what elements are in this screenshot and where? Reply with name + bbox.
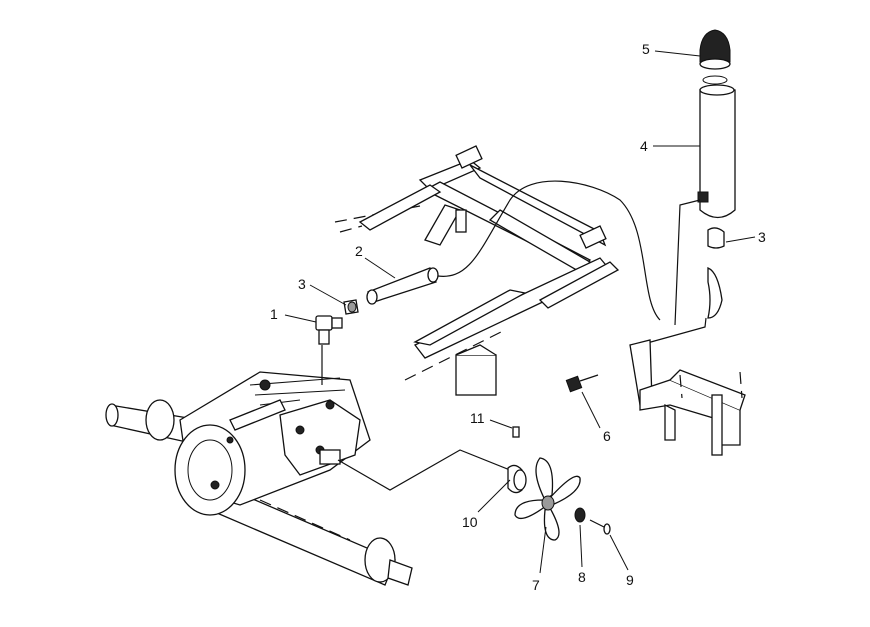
callouts: 1 2 3 3 4 5 6 7 8 9 10 11 <box>270 41 766 593</box>
elbow-fitting <box>315 299 359 345</box>
callout-6: 6 <box>603 428 611 444</box>
support-bracket <box>629 339 746 456</box>
callout-4: 4 <box>640 138 648 154</box>
frame-assembly <box>334 145 620 396</box>
leader-lines <box>284 50 756 574</box>
callout-5: 5 <box>642 41 650 57</box>
callout-3-left: 3 <box>298 276 306 292</box>
callout-10: 10 <box>462 514 478 530</box>
callout-7: 7 <box>532 577 540 593</box>
callout-2: 2 <box>355 243 363 259</box>
callout-1: 1 <box>270 306 278 322</box>
callout-9: 9 <box>626 572 634 588</box>
reservoir <box>639 29 736 346</box>
fan-assembly <box>507 426 611 541</box>
callout-8: 8 <box>578 569 586 585</box>
callout-3-right: 3 <box>758 229 766 245</box>
transaxle <box>105 345 511 586</box>
hose <box>366 180 661 321</box>
callout-11: 11 <box>470 410 485 426</box>
bolt <box>565 374 599 393</box>
